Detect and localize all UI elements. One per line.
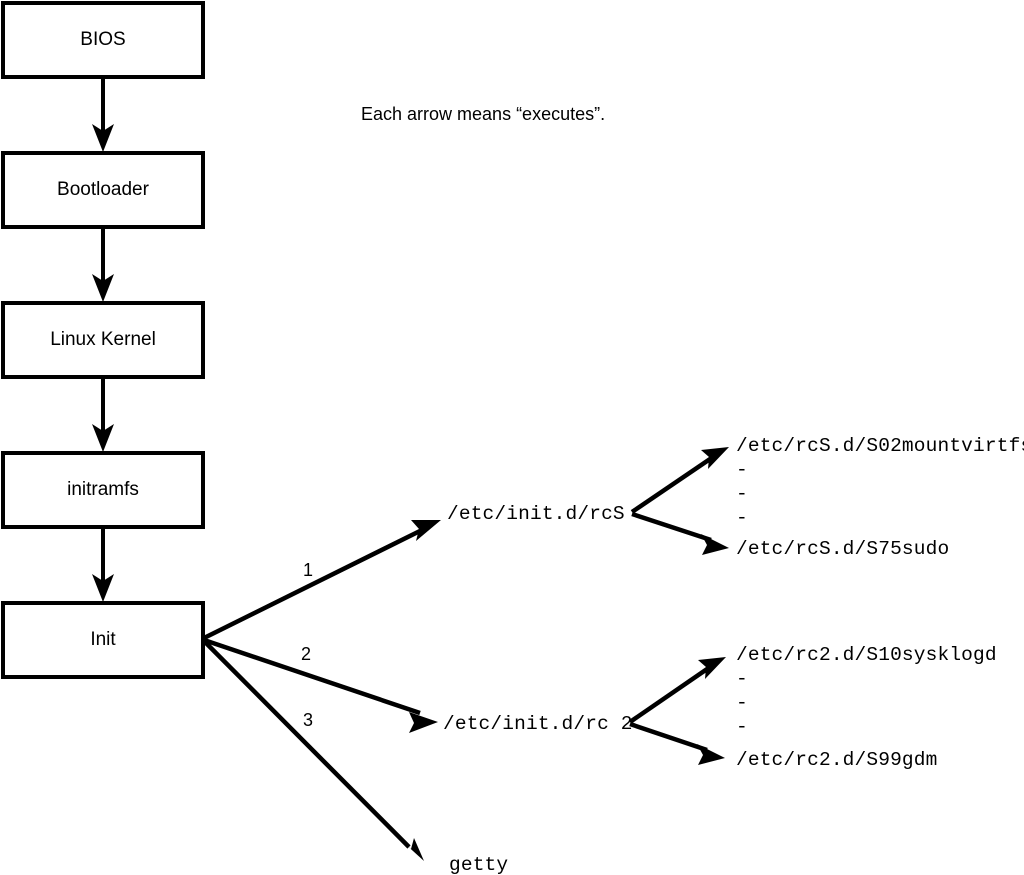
edge-rc2-to-first-script (628, 657, 726, 724)
node-initramfs-label: initramfs (67, 479, 139, 500)
rc2-ellipsis-dash-1: - (736, 668, 748, 690)
node-init-label: Init (90, 629, 116, 650)
arrowhead-rc2-first (698, 657, 726, 679)
arrowhead-init-rcs (411, 520, 441, 541)
edge-bootloader-to-kernel (92, 227, 114, 302)
rc2-ellipsis-dash-2: - (736, 692, 748, 714)
arrowhead-rcs-first (701, 447, 729, 469)
edge-kernel-to-initramfs (92, 377, 114, 452)
edge-number-1: 1 (303, 560, 313, 580)
node-linux-kernel: Linux Kernel (1, 301, 205, 379)
arrowhead-kernel-initramfs (92, 424, 114, 452)
node-bootloader: Bootloader (1, 151, 205, 229)
label-rc2-last-script: /etc/rc2.d/S99gdm (736, 749, 937, 771)
edge-rcs-to-last-script (631, 511, 729, 555)
edge-init-to-rcs: 1 (203, 520, 441, 641)
arrowhead-init-rc2 (409, 712, 438, 733)
edge-init-to-rc2: 2 (203, 637, 438, 733)
edge-initramfs-to-init (92, 527, 114, 602)
edge-rcs-to-first-script (630, 447, 729, 514)
node-bootloader-label: Bootloader (57, 179, 150, 200)
legend-note: Each arrow means “executes”. (361, 104, 605, 124)
rc2-ellipsis-dash-3: - (736, 716, 748, 738)
arrowhead-initramfs-init (92, 574, 114, 602)
label-init-d-rcs: /etc/init.d/rcS (447, 503, 625, 525)
node-init: Init (1, 601, 205, 679)
rcs-ellipsis-dash-3: - (736, 507, 748, 529)
label-rcs-last-script: /etc/rcS.d/S75sudo (736, 538, 949, 560)
rcs-ellipsis-dash-2: - (736, 483, 748, 505)
arrowhead-rcs-last (701, 534, 729, 555)
edge-number-3: 3 (303, 710, 313, 730)
edge-bios-to-bootloader (92, 77, 114, 152)
edge-init-to-getty: 3 (203, 640, 424, 861)
edge-rc2-to-last-script (629, 721, 725, 765)
label-rcs-first-script: /etc/rcS.d/S02mountvirtfs (736, 435, 1024, 457)
node-linux-kernel-label: Linux Kernel (50, 329, 156, 350)
arrowhead-bios-bootloader (92, 124, 114, 152)
node-bios-label: BIOS (80, 29, 125, 50)
label-init-d-rc2: /etc/init.d/rc 2 (443, 713, 633, 735)
rcs-ellipsis-dash-1: - (736, 459, 748, 481)
edge-number-2: 2 (301, 644, 311, 664)
arrowhead-init-getty (402, 838, 424, 861)
node-initramfs: initramfs (1, 451, 205, 529)
label-getty: getty (449, 854, 508, 875)
node-bios: BIOS (1, 1, 205, 79)
label-rc2-first-script: /etc/rc2.d/S10sysklogd (736, 644, 997, 666)
arrowhead-rc2-last (697, 744, 725, 765)
arrowhead-bootloader-kernel (92, 274, 114, 302)
